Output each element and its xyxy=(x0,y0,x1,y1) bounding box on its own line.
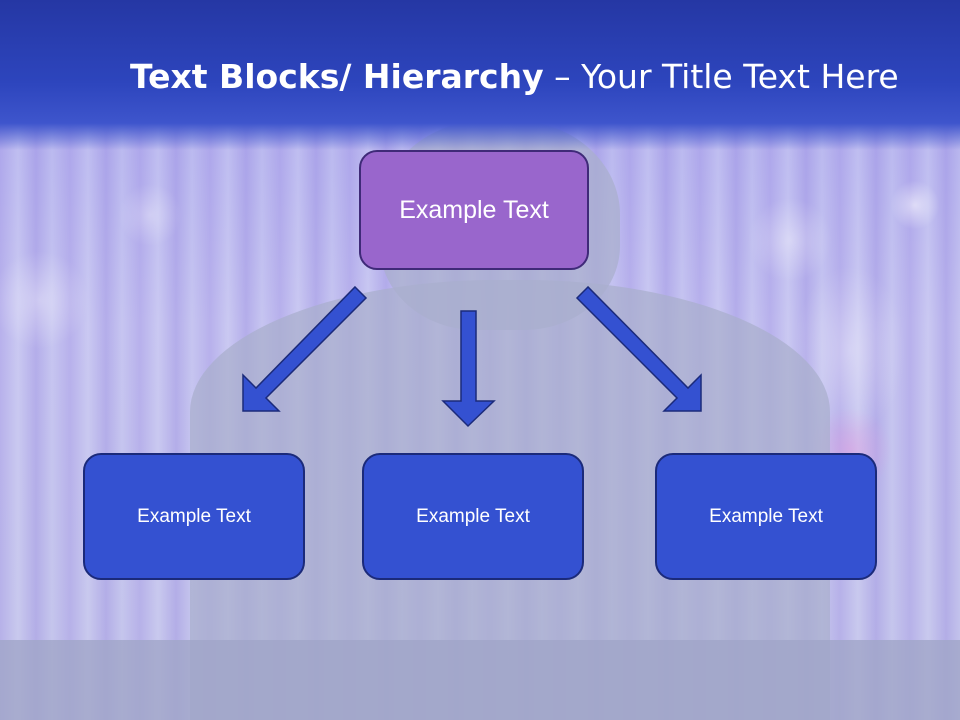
slide-title[interactable]: Text Blocks/ Hierarchy – Your Title Text… xyxy=(130,52,930,102)
title-bar xyxy=(0,0,960,150)
top-text-box[interactable]: Example Text xyxy=(359,150,589,270)
child-text-box-left[interactable]: Example Text xyxy=(83,453,305,580)
title-bold-part: Text Blocks/ Hierarchy xyxy=(130,57,544,96)
child-text-box-center[interactable]: Example Text xyxy=(362,453,584,580)
title-normal-part: – Your Title Text Here xyxy=(543,57,899,96)
background-desk xyxy=(0,640,960,720)
child-text-box-right[interactable]: Example Text xyxy=(655,453,877,580)
